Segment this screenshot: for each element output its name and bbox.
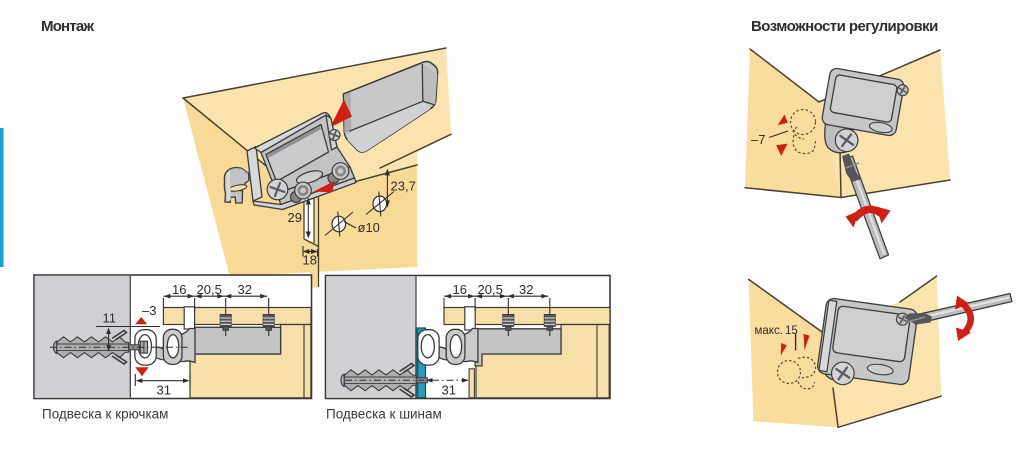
- svg-text:15: 15: [785, 325, 798, 337]
- svg-text:32: 32: [238, 282, 252, 297]
- svg-text:–3: –3: [142, 303, 156, 318]
- svg-text:ø10: ø10: [358, 220, 380, 235]
- svg-text:Монтаж: Монтаж: [41, 18, 94, 35]
- svg-text:Подвеска к крючкам: Подвеска к крючкам: [42, 407, 168, 422]
- svg-text:31: 31: [157, 383, 171, 398]
- svg-text:макс.: макс.: [755, 325, 783, 337]
- svg-text:20,5: 20,5: [197, 282, 222, 297]
- svg-text:Подвеска к шинам: Подвеска к шинам: [326, 407, 442, 422]
- svg-text:31: 31: [442, 383, 456, 398]
- svg-text:20,5: 20,5: [478, 282, 503, 297]
- svg-text:32: 32: [519, 282, 533, 297]
- svg-text:23,7: 23,7: [391, 179, 416, 194]
- svg-text:29: 29: [288, 210, 302, 225]
- svg-text:16: 16: [453, 282, 467, 297]
- svg-text:Возможности регулировки: Возможности регулировки: [751, 18, 938, 35]
- svg-text:11: 11: [103, 311, 117, 326]
- svg-text:16: 16: [172, 282, 186, 297]
- svg-text:–7: –7: [751, 132, 765, 147]
- svg-text:18: 18: [303, 253, 317, 268]
